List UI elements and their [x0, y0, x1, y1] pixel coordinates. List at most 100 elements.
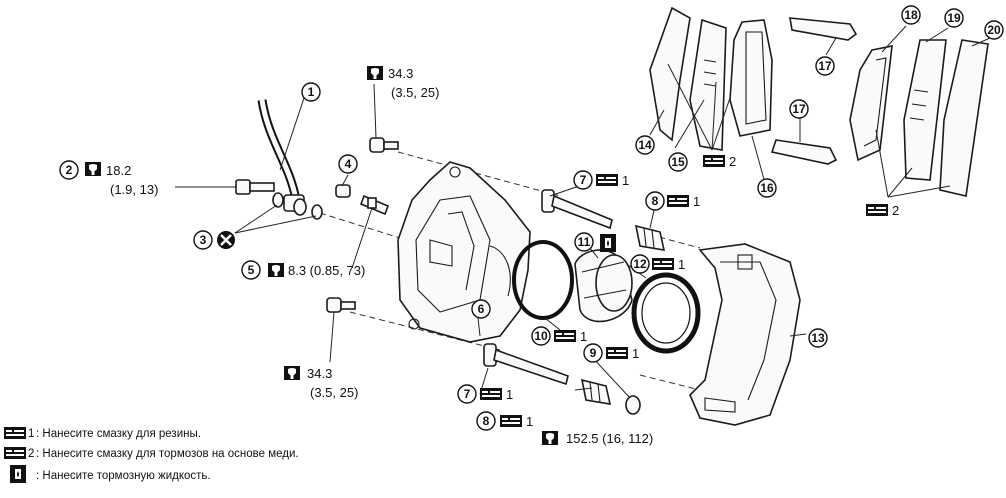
- callout-12: 12: [630, 254, 650, 274]
- svg-text:16: 16: [760, 181, 774, 195]
- svg-text:15: 15: [671, 155, 685, 169]
- svg-text:19: 19: [947, 11, 961, 25]
- copper-grease-tag-pads: 2: [703, 154, 736, 169]
- torque-wrench-icon: [284, 366, 300, 380]
- callout-14: 14: [635, 135, 655, 155]
- piston: [574, 249, 633, 323]
- outer-shim-cover: [649, 6, 691, 142]
- torque-union-bolt-sub: (1.9, 13): [110, 182, 158, 197]
- torque-wrench-icon: [367, 66, 383, 80]
- callout-17-upper: 17: [815, 56, 835, 76]
- callout-18: 18: [901, 5, 921, 25]
- grease-tag-8-upper: 1: [667, 194, 700, 209]
- svg-text:14: 14: [638, 138, 652, 152]
- bleeder-valve: [359, 194, 390, 216]
- grease-tag-12: 1: [652, 257, 685, 272]
- pad-retainer-upper: [789, 17, 858, 41]
- torque-wrench-icon: [268, 263, 284, 277]
- svg-text:11: 11: [578, 235, 591, 249]
- callout-7-lower: 7: [457, 384, 477, 404]
- bushing: [625, 395, 641, 415]
- lower-pin-bolt: [326, 297, 356, 313]
- svg-text:1: 1: [308, 85, 315, 99]
- torque-bleeder: 8.3 (0.85, 73): [288, 263, 365, 278]
- callout-3: 3: [193, 230, 213, 250]
- callout-4: 4: [338, 154, 358, 174]
- svg-text:: Нанесите смазку для тормозов: : Нанесите смазку для тормозов на основе…: [36, 448, 299, 460]
- svg-text:1: 1: [28, 428, 34, 440]
- callout-6: 6: [471, 299, 491, 319]
- grease-tag-7-lower: 1: [480, 387, 513, 402]
- callout-10: 10: [531, 326, 551, 346]
- callout-16: 16: [757, 178, 777, 198]
- svg-text:4: 4: [345, 157, 352, 171]
- callout-1: 1: [301, 82, 321, 102]
- callout-5: 5: [241, 260, 261, 280]
- svg-text:3: 3: [200, 233, 207, 247]
- replace-part-icon: [217, 231, 235, 249]
- svg-text:5: 5: [248, 263, 255, 277]
- piston-seal: [512, 240, 574, 320]
- legend-brake-fluid: : Нанесите тормозную жидкость.: [10, 465, 211, 483]
- svg-text:8: 8: [652, 194, 659, 208]
- torque-upper-pin: 34.3: [388, 66, 413, 81]
- grease-tag-10: 1: [554, 329, 587, 344]
- legend-copper-grease: 2 : Нанесите смазку для тормозов на осно…: [4, 447, 299, 460]
- svg-text:12: 12: [633, 257, 647, 271]
- grease-tag-8-lower: 1: [500, 414, 533, 429]
- union-bolt: [235, 179, 323, 220]
- svg-text:20: 20: [987, 23, 1001, 37]
- outer-pad: [729, 19, 773, 137]
- lower-pin-boot: [580, 378, 612, 405]
- torque-member: [689, 243, 801, 426]
- svg-text:1: 1: [678, 257, 685, 272]
- callout-8-lower: 8: [476, 411, 496, 431]
- torque-bracket: 152.5 (16, 112): [566, 431, 653, 446]
- upper-pin-bolt: [369, 137, 399, 153]
- callout-7-upper: 7: [573, 170, 593, 190]
- inner-shim-cover: [939, 39, 989, 197]
- callout-19: 19: [944, 8, 964, 28]
- svg-text:2: 2: [66, 163, 73, 177]
- torque-lower-pin: 34.3: [307, 366, 332, 381]
- svg-text:1: 1: [506, 387, 513, 402]
- outer-shim: [689, 18, 727, 151]
- callout-8-upper: 8: [645, 191, 665, 211]
- grease-tag-7-upper: 1: [596, 173, 629, 188]
- torque-upper-pin-sub: (3.5, 25): [391, 85, 439, 100]
- svg-text:1: 1: [632, 346, 639, 361]
- svg-text:17: 17: [792, 102, 806, 116]
- piston-boot: [631, 272, 701, 354]
- svg-text:2: 2: [28, 448, 34, 460]
- cylinder-body: [397, 161, 531, 343]
- torque-union-bolt: 18.2: [106, 163, 131, 178]
- svg-text:: Нанесите смазку для резины.: : Нанесите смазку для резины.: [36, 428, 201, 440]
- callout-17-lower: 17: [789, 99, 809, 119]
- torque-wrench-icon: [85, 162, 101, 176]
- inner-shim: [903, 39, 947, 181]
- svg-text:7: 7: [464, 387, 471, 401]
- callout-20: 20: [984, 20, 1004, 40]
- upper-sliding-pin: [541, 189, 613, 230]
- svg-text:: Нанесите тормозную жидкость.: : Нанесите тормозную жидкость.: [36, 470, 211, 482]
- svg-text:1: 1: [580, 329, 587, 344]
- svg-text:18: 18: [904, 8, 918, 22]
- torque-lower-pin-sub: (3.5, 25): [310, 385, 358, 400]
- svg-text:6: 6: [478, 302, 485, 316]
- callout-2: 2: [59, 160, 79, 180]
- grease-tag-9: 1: [606, 346, 639, 361]
- svg-text:1: 1: [693, 194, 700, 209]
- svg-text:8: 8: [483, 414, 490, 428]
- callout-13: 13: [808, 328, 828, 348]
- svg-text:17: 17: [818, 59, 832, 73]
- svg-text:2: 2: [729, 154, 736, 169]
- callout-15: 15: [668, 152, 688, 172]
- svg-text:2: 2: [892, 203, 899, 218]
- brake-fluid-icon: [600, 234, 616, 252]
- svg-text:1: 1: [622, 173, 629, 188]
- svg-text:10: 10: [534, 329, 548, 343]
- inner-pad: [849, 45, 893, 162]
- svg-text:1: 1: [526, 414, 533, 429]
